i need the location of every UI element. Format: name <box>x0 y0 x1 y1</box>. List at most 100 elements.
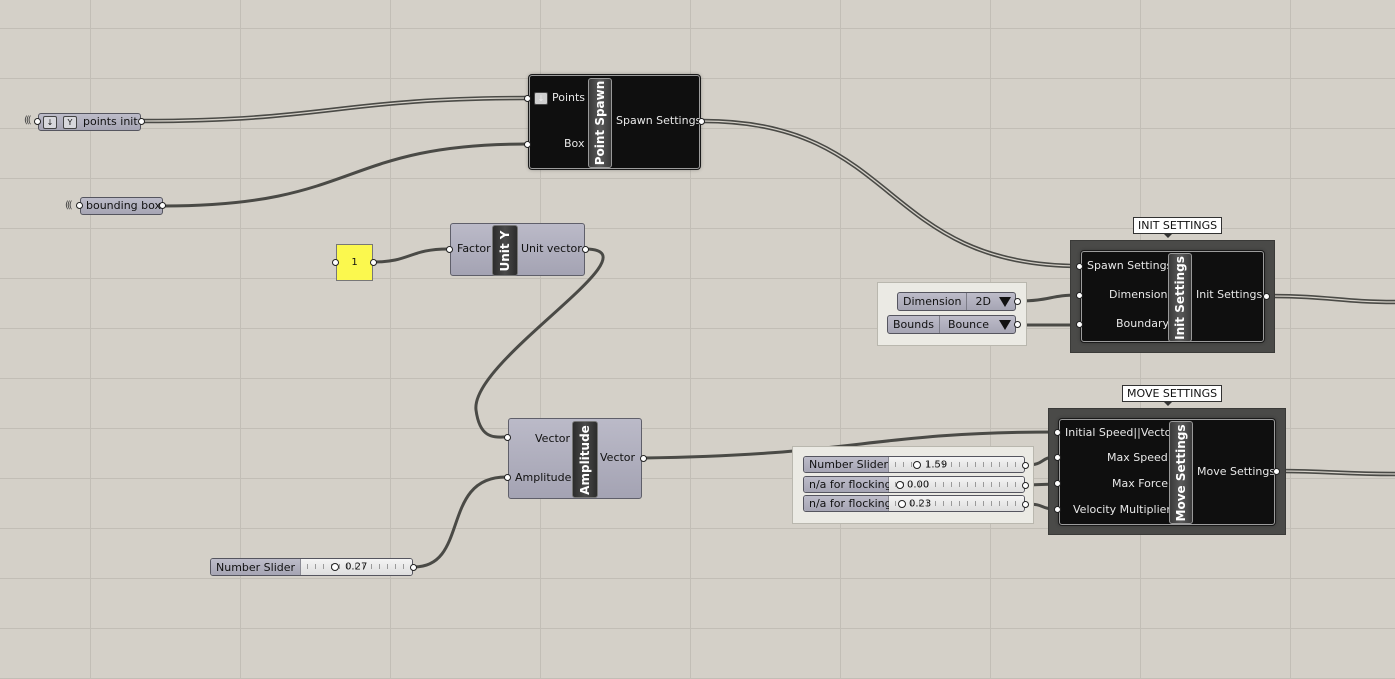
number-slider[interactable]: n/a for flocking 0.00 <box>803 476 1025 493</box>
input-grip[interactable] <box>1076 263 1083 270</box>
output-grip[interactable] <box>159 202 166 209</box>
value-list-name: Dimension <box>898 293 968 310</box>
input-grip[interactable] <box>504 474 511 481</box>
output-grip[interactable] <box>410 564 417 571</box>
input-grip[interactable] <box>446 246 453 253</box>
input-label-amplitude: Amplitude <box>515 471 572 484</box>
input-label-boundary: Boundary <box>1116 317 1169 330</box>
output-grip[interactable] <box>138 118 145 125</box>
flatten-arrow-icon[interactable]: ↓ <box>43 116 57 129</box>
input-label-points: Points <box>552 91 586 104</box>
output-label-move-settings: Move Settings <box>1197 465 1276 478</box>
input-grip[interactable] <box>504 434 511 441</box>
slider-ticks <box>895 461 1018 467</box>
output-label-vector: Vector <box>600 451 636 464</box>
input-grip[interactable] <box>524 95 531 102</box>
move-settings-component[interactable]: Initial Speed||Vector Max Speed Max Forc… <box>1059 419 1275 525</box>
dropdown-arrow-icon[interactable] <box>999 319 1011 330</box>
input-grip[interactable] <box>1076 321 1083 328</box>
output-grip[interactable] <box>1014 298 1021 305</box>
slider-ticks <box>895 500 1018 506</box>
output-grip[interactable] <box>1022 482 1029 489</box>
output-grip[interactable] <box>370 259 377 266</box>
slider-knob[interactable] <box>896 480 904 489</box>
input-label-spawn-settings: Spawn Settings <box>1087 259 1173 272</box>
input-grip[interactable] <box>1054 429 1061 436</box>
number-slider[interactable]: Number Slider 0.27 <box>210 558 413 576</box>
wire-move-out <box>1275 468 1395 477</box>
output-grip[interactable] <box>1273 468 1280 475</box>
amplitude-title: Amplitude <box>578 424 592 495</box>
value-list-value: 2D <box>975 295 991 308</box>
amplitude-component[interactable]: Vector Amplitude Amplitude Vector <box>508 418 642 499</box>
dropdown-arrow-icon[interactable] <box>999 296 1011 307</box>
input-grip[interactable] <box>1054 454 1061 461</box>
bounding-box-param[interactable]: bounding box <box>80 197 163 215</box>
wire-dimension <box>1016 293 1080 303</box>
component-title-tab: Move Settings <box>1169 421 1193 524</box>
slider-name: n/a for flocking <box>804 477 892 492</box>
slider-knob[interactable] <box>331 563 340 571</box>
bounding-box-label: bounding box <box>86 199 162 212</box>
wire-spawn-to-init <box>700 118 1083 269</box>
input-grip[interactable] <box>524 141 531 148</box>
input-label-vector: Vector <box>535 432 571 445</box>
sticker-tail <box>1163 401 1173 406</box>
component-title-tab: Unit Y <box>492 225 518 276</box>
graft-filter-icon[interactable]: Y <box>63 116 77 129</box>
slider-track[interactable]: 0.00 <box>889 477 1024 492</box>
input-grip[interactable] <box>1054 480 1061 487</box>
slider-track[interactable]: 0.27 <box>301 559 412 575</box>
slider-name: Number Slider <box>211 559 302 575</box>
slider-ticks <box>895 481 1018 487</box>
slider-track[interactable]: 0.23 <box>889 496 1024 511</box>
output-grip[interactable] <box>582 246 589 253</box>
input-grip[interactable] <box>1054 506 1061 513</box>
component-title-tab: Init Settings <box>1168 253 1192 342</box>
dimension-value-list[interactable]: Dimension 2D <box>897 292 1016 311</box>
panel-value: 1 <box>351 257 358 268</box>
slider-name: Number Slider <box>804 457 889 472</box>
input-label-box: Box <box>564 137 585 150</box>
slider-ticks <box>307 564 406 569</box>
slider-value: 0.23 <box>909 498 932 509</box>
slider-knob[interactable] <box>913 460 921 469</box>
bounds-value-list[interactable]: Bounds Bounce <box>887 315 1016 334</box>
slider-knob[interactable] <box>898 499 906 508</box>
flatten-arrow-icon[interactable]: ↓ <box>534 92 548 105</box>
init-settings-component[interactable]: Spawn Settings Dimension Boundary Init S… <box>1081 251 1264 342</box>
input-grip[interactable] <box>332 259 339 266</box>
output-grip[interactable] <box>1014 321 1021 328</box>
slider-track[interactable]: 1.59 <box>889 457 1024 472</box>
output-label-init-settings: Init Settings <box>1196 288 1263 301</box>
slider-value: 0.27 <box>345 561 368 573</box>
init-settings-sticker: INIT SETTINGS <box>1133 217 1223 234</box>
wire-slider-to-amplitude <box>412 475 508 569</box>
output-grip[interactable] <box>1022 462 1029 469</box>
input-label-max-speed: Max Speed <box>1107 451 1168 464</box>
output-label-unit-vector: Unit vector <box>521 242 582 255</box>
wire-points-init-to-points <box>140 95 530 124</box>
points-init-param[interactable]: ↓ Y points init <box>38 113 141 131</box>
output-grip[interactable] <box>1022 501 1029 508</box>
output-label-spawn-settings: Spawn Settings <box>616 114 702 127</box>
value-list-value: Bounce <box>947 318 989 331</box>
output-grip[interactable] <box>640 455 647 462</box>
number-slider[interactable]: Number Slider 1.59 <box>803 456 1025 473</box>
point-spawn-component[interactable]: ↓ Points Box Point Spawn Spawn Settings <box>529 75 702 169</box>
value-panel[interactable]: 1 <box>336 244 373 281</box>
wire-unitvector-to-vector <box>474 247 605 439</box>
input-label-factor: Factor <box>457 242 491 255</box>
wireless-receiver-icon: ((( <box>24 115 32 126</box>
output-grip[interactable] <box>1263 293 1270 300</box>
component-title-tab: Point Spawn <box>588 78 612 168</box>
input-grip[interactable] <box>1076 292 1083 299</box>
input-grip[interactable] <box>34 118 41 125</box>
number-slider[interactable]: n/a for flocking 0.23 <box>803 495 1025 512</box>
output-grip[interactable] <box>698 118 705 125</box>
sticker-tail <box>1163 233 1173 238</box>
input-label-dimension: Dimension <box>1109 288 1168 301</box>
slider-value: 1.59 <box>925 459 948 470</box>
input-grip[interactable] <box>76 202 83 209</box>
unit-y-component[interactable]: Factor Unit Y Unit vector <box>450 223 585 276</box>
